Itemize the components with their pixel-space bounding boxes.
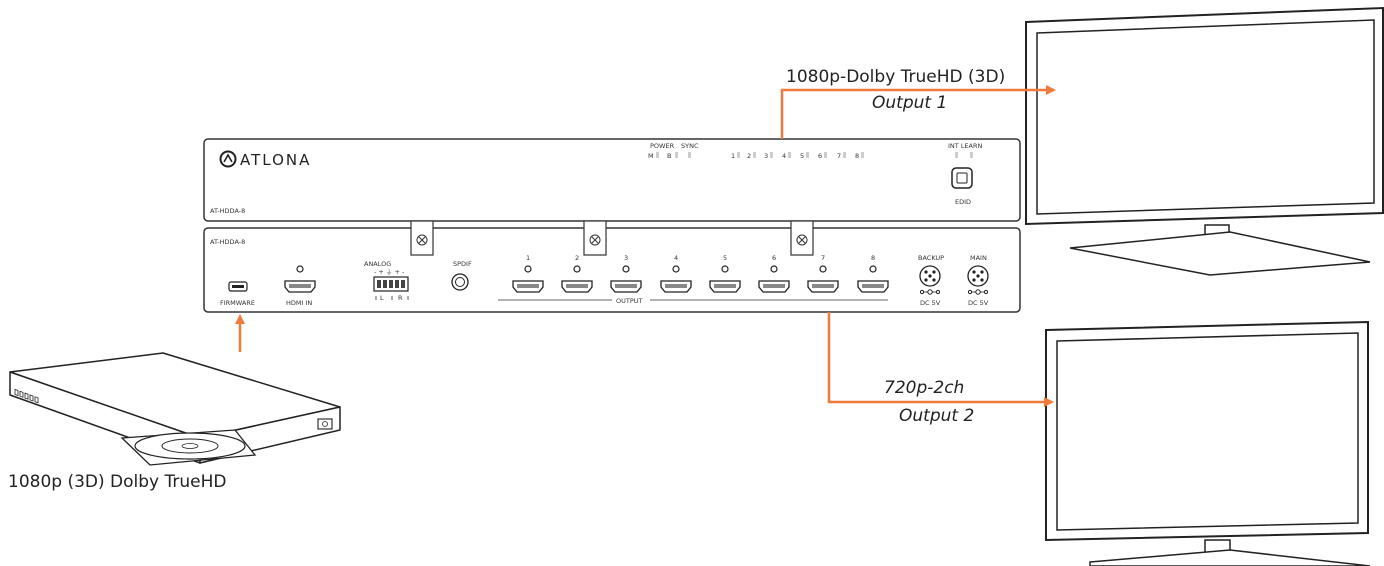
output-2-arrow <box>827 312 1054 407</box>
hdmi-output-port-2: 2 <box>561 254 593 293</box>
sync-led-label: 3 <box>764 152 768 160</box>
output-2-name: Output 2 <box>899 406 974 426</box>
svg-text:3: 3 <box>624 254 628 262</box>
device-rear-panel: AT-HDDA-8 FIRMWARE HDMI IN ANALOG - + ⏚ … <box>203 220 1021 313</box>
sync-led-label: 4 <box>782 152 786 160</box>
edid-button[interactable] <box>951 167 973 189</box>
svg-text:5: 5 <box>723 254 727 262</box>
hdmi-output-port-3: 3 <box>610 254 642 293</box>
rear-model-label: AT-HDDA-8 <box>210 238 245 246</box>
mount-bracket <box>583 220 607 256</box>
main-power-port <box>967 265 989 287</box>
int-led <box>955 152 958 158</box>
learn-led <box>970 152 973 158</box>
backup-power-port <box>919 265 941 287</box>
output-ports: 1 2 3 4 5 6 7 8 <box>512 254 889 293</box>
front-model-label: AT-HDDA-8 <box>210 207 245 215</box>
sync-led-main <box>688 152 691 158</box>
int-learn-label: INT LEARN <box>948 142 983 150</box>
edid-label: EDID <box>955 198 971 206</box>
sync-led-label: 2 <box>747 152 751 160</box>
hdmi-output-port-8: 8 <box>857 254 889 293</box>
hdmi-output-port-6: 6 <box>758 254 790 293</box>
spdif-port <box>451 273 469 291</box>
sync-led-label: 6 <box>818 152 822 160</box>
power-led-label-m: M <box>648 152 654 160</box>
source-label: 1080p (3D) Dolby TrueHD <box>8 472 227 492</box>
power-led-label-b: B <box>667 152 671 160</box>
dc-backup-label: DC 5V <box>920 299 941 307</box>
sync-label: SYNC <box>681 142 699 150</box>
hdmi-in-label: HDMI IN <box>286 299 312 307</box>
svg-text:7: 7 <box>821 254 825 262</box>
power-led-m <box>656 152 659 158</box>
tv-display-1 <box>1025 6 1384 276</box>
brand-name: ATLONA <box>240 151 311 169</box>
hdmi-in-led <box>296 265 304 273</box>
spdif-label: SPDIF <box>453 260 472 268</box>
player-power-button <box>317 418 333 430</box>
sync-led-label: 5 <box>800 152 804 160</box>
power-leds: M B <box>648 152 691 160</box>
sync-led-label: 8 <box>855 152 859 160</box>
analog-pins: - + ⏚ + - <box>374 268 405 276</box>
tv-display-2 <box>1045 320 1371 566</box>
firmware-label: FIRMWARE <box>220 299 255 307</box>
analog-terminal-block <box>373 276 409 292</box>
sync-leds: 1 2 3 4 5 6 7 8 <box>731 152 864 160</box>
output-1-format: 1080p-Dolby TrueHD (3D) <box>786 67 1005 87</box>
svg-text:4: 4 <box>674 254 678 262</box>
device-front-panel: ATLONA AT-HDDA-8 POWER SYNC M B 1 2 3 4 … <box>203 138 1021 222</box>
dc-main-label: DC 5V <box>968 299 989 307</box>
sync-led-label: 1 <box>731 152 735 160</box>
analog-r-label: R <box>398 294 403 302</box>
svg-text:6: 6 <box>772 254 776 262</box>
backup-label: BACKUP <box>918 254 944 262</box>
player-front-buttons <box>14 388 39 404</box>
svg-text:1: 1 <box>526 254 530 262</box>
hdmi-output-port-4: 4 <box>660 254 692 293</box>
analog-l-label: L <box>380 294 384 302</box>
sync-led-label: 7 <box>837 152 841 160</box>
output-label: OUTPUT <box>616 297 643 305</box>
svg-text:8: 8 <box>871 254 875 262</box>
firmware-port <box>228 281 248 292</box>
bluray-player-illustration <box>9 352 341 466</box>
output-2-format: 720p-2ch <box>884 378 964 398</box>
hdmi-output-port-7: 7 <box>807 254 839 293</box>
mount-bracket <box>790 220 814 256</box>
hdmi-output-port-5: 5 <box>709 254 741 293</box>
atlona-logo: ATLONA <box>219 150 311 169</box>
hdmi-output-port-1: 1 <box>512 254 544 293</box>
mount-bracket <box>410 220 434 256</box>
power-label: POWER <box>650 142 675 150</box>
power-led-b <box>675 152 678 158</box>
svg-text:2: 2 <box>575 254 579 262</box>
output-1-arrow <box>780 85 1056 139</box>
output-1-name: Output 1 <box>872 93 947 113</box>
main-label: MAIN <box>970 254 987 262</box>
analog-label: ANALOG <box>364 260 391 268</box>
